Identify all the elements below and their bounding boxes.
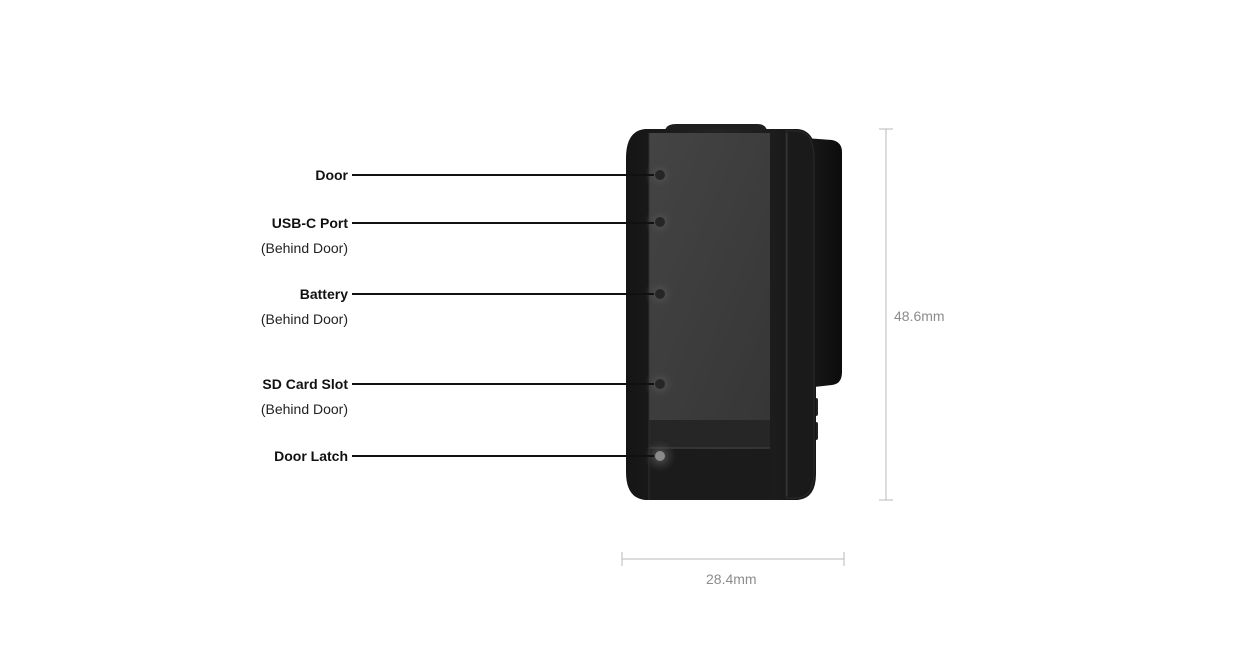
callout-door-latch: Door Latch [0, 446, 660, 466]
callout-battery: Battery (Behind Door) [0, 284, 660, 327]
callout-label: USB-C Port [271, 215, 348, 231]
latch-area [649, 420, 770, 448]
height-dimension-label: 48.6mm [894, 308, 945, 324]
door-panel [649, 133, 770, 420]
callout-label: Door Latch [274, 448, 348, 464]
leader-line [352, 455, 654, 457]
leader-line [352, 174, 654, 176]
callout-label: SD Card Slot [262, 376, 348, 392]
door-marker [655, 170, 665, 180]
rear-bezel [785, 130, 815, 499]
callout-door: Door [0, 165, 660, 185]
sd-marker [655, 379, 665, 389]
usbc-marker [655, 217, 665, 227]
callout-sublabel: (Behind Door) [260, 311, 348, 327]
callout-sublabel: (Behind Door) [260, 401, 348, 417]
latch-marker [655, 451, 665, 461]
callout-label: Door [315, 167, 348, 183]
callout-sd-card-slot: SD Card Slot (Behind Door) [0, 374, 660, 417]
callout-label: Battery [299, 286, 348, 302]
width-dimension [621, 552, 845, 566]
width-dimension-label: 28.4mm [706, 571, 757, 587]
height-dimension [879, 128, 893, 501]
battery-marker [655, 289, 665, 299]
leader-line [352, 222, 654, 224]
leader-line [352, 383, 654, 385]
leader-line [352, 293, 654, 295]
callout-sublabel: (Behind Door) [260, 240, 348, 256]
callout-usbc-port: USB-C Port (Behind Door) [0, 213, 660, 256]
latch-lower [649, 449, 770, 500]
